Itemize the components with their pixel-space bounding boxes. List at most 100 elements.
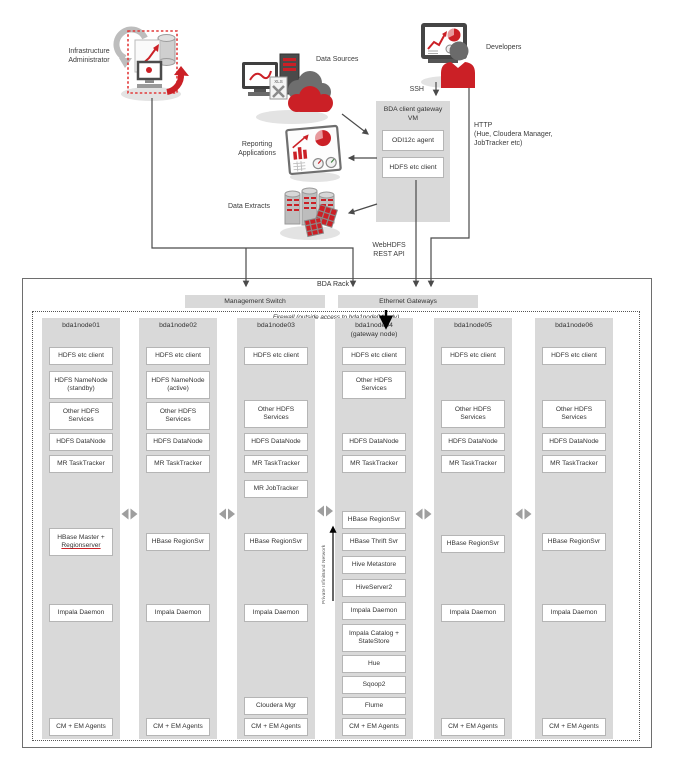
data-extracts-label: Data Extracts xyxy=(228,203,271,210)
service-box: CM + EM Agents xyxy=(146,718,210,736)
service-box: MR TaskTracker xyxy=(542,455,606,473)
monitor-glyph xyxy=(242,62,278,96)
service-box: MR TaskTracker xyxy=(342,455,406,473)
service-box: CM + EM Agents xyxy=(542,718,606,736)
service-box: MR TaskTracker xyxy=(146,455,210,473)
service-box: HBase RegionSvr xyxy=(342,511,406,529)
service-box: Other HDFS Services xyxy=(342,371,406,399)
service-box: HDFS etc client xyxy=(49,347,113,365)
cloud-gray-glyph xyxy=(288,71,331,101)
service-box: HBase RegionSvr xyxy=(244,533,308,551)
service-box: Impala Daemon xyxy=(342,602,406,620)
service-box: HDFS etc client xyxy=(244,347,308,365)
xls-badge: XLS xyxy=(274,79,283,84)
http-label: HTTP (Hue, Cloudera Manager, JobTracker … xyxy=(474,122,553,148)
infra-admin-label: Infrastructure Administrator xyxy=(68,48,110,65)
service-box: Sqoop2 xyxy=(342,676,406,694)
infrastructure-administrator-icon xyxy=(113,26,189,101)
service-box: Flume xyxy=(342,697,406,715)
reporting-applications-icon xyxy=(285,124,342,182)
service-box: HDFS DataNode xyxy=(146,433,210,451)
node-title: bda1node03 xyxy=(257,322,295,329)
service-box: Hive Metastore xyxy=(342,556,406,574)
line-infra-admin-to-ethernet xyxy=(151,98,357,288)
data-cubes-glyph xyxy=(303,204,338,238)
database-cylinder-glyph xyxy=(157,34,176,66)
service-box: HBase RegionSvr xyxy=(146,533,210,551)
arrow-data-sources-to-vm xyxy=(341,113,369,135)
service-box: Other HDFS Services xyxy=(441,400,505,428)
service-box: Hue xyxy=(342,655,406,673)
service-box: HDFS etc client xyxy=(146,347,210,365)
service-box: Impala Catalog + StateStore xyxy=(342,624,406,652)
xls-file-glyph: XLS xyxy=(269,76,288,100)
service-box: HBase Master + Regionserver xyxy=(49,528,113,556)
service-box: HDFS DataNode xyxy=(342,433,406,451)
service-box: HDFS NameNode (active) xyxy=(146,371,210,399)
service-box: Impala Daemon xyxy=(542,604,606,622)
service-box: HDFS etc client xyxy=(342,347,406,365)
service-box: HDFS DataNode xyxy=(49,433,113,451)
service-box: HDFS etc client xyxy=(441,347,505,365)
node-title: bda1node05 xyxy=(454,322,492,329)
service-box: Impala Daemon xyxy=(244,604,308,622)
service-box: CM + EM Agents xyxy=(441,718,505,736)
firewall-boundary: Firewall (outside access to bda1node04 o… xyxy=(32,311,640,741)
bda-rack-label: BDA Rack xyxy=(317,281,349,288)
service-box: HDFS NameNode (standby) xyxy=(49,371,113,399)
node-title: bda1node01 xyxy=(62,322,100,329)
service-box: Other HDFS Services xyxy=(244,400,308,428)
firewall-label: Firewall (outside access to bda1node04 o… xyxy=(273,314,399,321)
service-box: MR TaskTracker xyxy=(244,455,308,473)
service-box-odi-agent: ODI12c agent xyxy=(382,130,444,151)
monitor-glyph xyxy=(136,60,163,88)
service-box: HDFS DataNode xyxy=(441,433,505,451)
service-box: Other HDFS Services xyxy=(49,402,113,430)
service-box-hdfs-client: HDFS etc client xyxy=(382,157,444,178)
cloud-red-glyph xyxy=(288,86,333,112)
data-extracts-icon xyxy=(280,187,340,240)
webhdfs-label: WebHDFS REST API xyxy=(372,242,406,259)
service-box: HiveServer2 xyxy=(342,579,406,597)
service-box: Impala Daemon xyxy=(146,604,210,622)
gateway-vm-title: BDA client gateway VM xyxy=(383,106,443,122)
service-box: HBase RegionSvr xyxy=(441,535,505,553)
data-sources-label: Data Sources xyxy=(316,56,359,63)
dashboard-monitor-glyph xyxy=(421,23,467,63)
node-title: bda1node02 xyxy=(159,322,197,329)
service-box: MR JobTracker xyxy=(244,480,308,498)
server-tower-glyph xyxy=(279,53,300,95)
management-switch: Management Switch xyxy=(185,295,325,308)
server-cylinders-glyph xyxy=(284,187,335,226)
arrow-vm-to-data-extracts xyxy=(347,203,378,215)
reporting-applications-label: Reporting Applications xyxy=(238,141,276,158)
service-box: Other HDFS Services xyxy=(542,400,606,428)
service-box: Impala Daemon xyxy=(441,604,505,622)
service-box: CM + EM Agents xyxy=(244,718,308,736)
person-body-glyph xyxy=(441,62,475,88)
ethernet-gateways: Ethernet Gateways xyxy=(338,295,478,308)
developers-icon xyxy=(421,23,475,88)
service-box: MR TaskTracker xyxy=(441,455,505,473)
service-box: CM + EM Agents xyxy=(342,718,406,736)
node-title: bda1node04(gateway node) xyxy=(350,322,398,338)
service-box: Impala Daemon xyxy=(49,604,113,622)
service-box: HDFS DataNode xyxy=(542,433,606,451)
service-box: Cloudera Mgr xyxy=(244,697,308,715)
developers-label: Developers xyxy=(486,44,522,51)
infiniband-network-label: Private InfiniBand Network xyxy=(321,544,326,604)
service-box: Other HDFS Services xyxy=(146,402,210,430)
service-box: HDFS etc client xyxy=(542,347,606,365)
service-box: HBase Thrift Svr xyxy=(342,533,406,551)
person-head-glyph xyxy=(449,41,469,61)
service-box: HBase RegionSvr xyxy=(542,533,606,551)
ssh-label: SSH xyxy=(409,86,424,93)
service-box: CM + EM Agents xyxy=(49,718,113,736)
